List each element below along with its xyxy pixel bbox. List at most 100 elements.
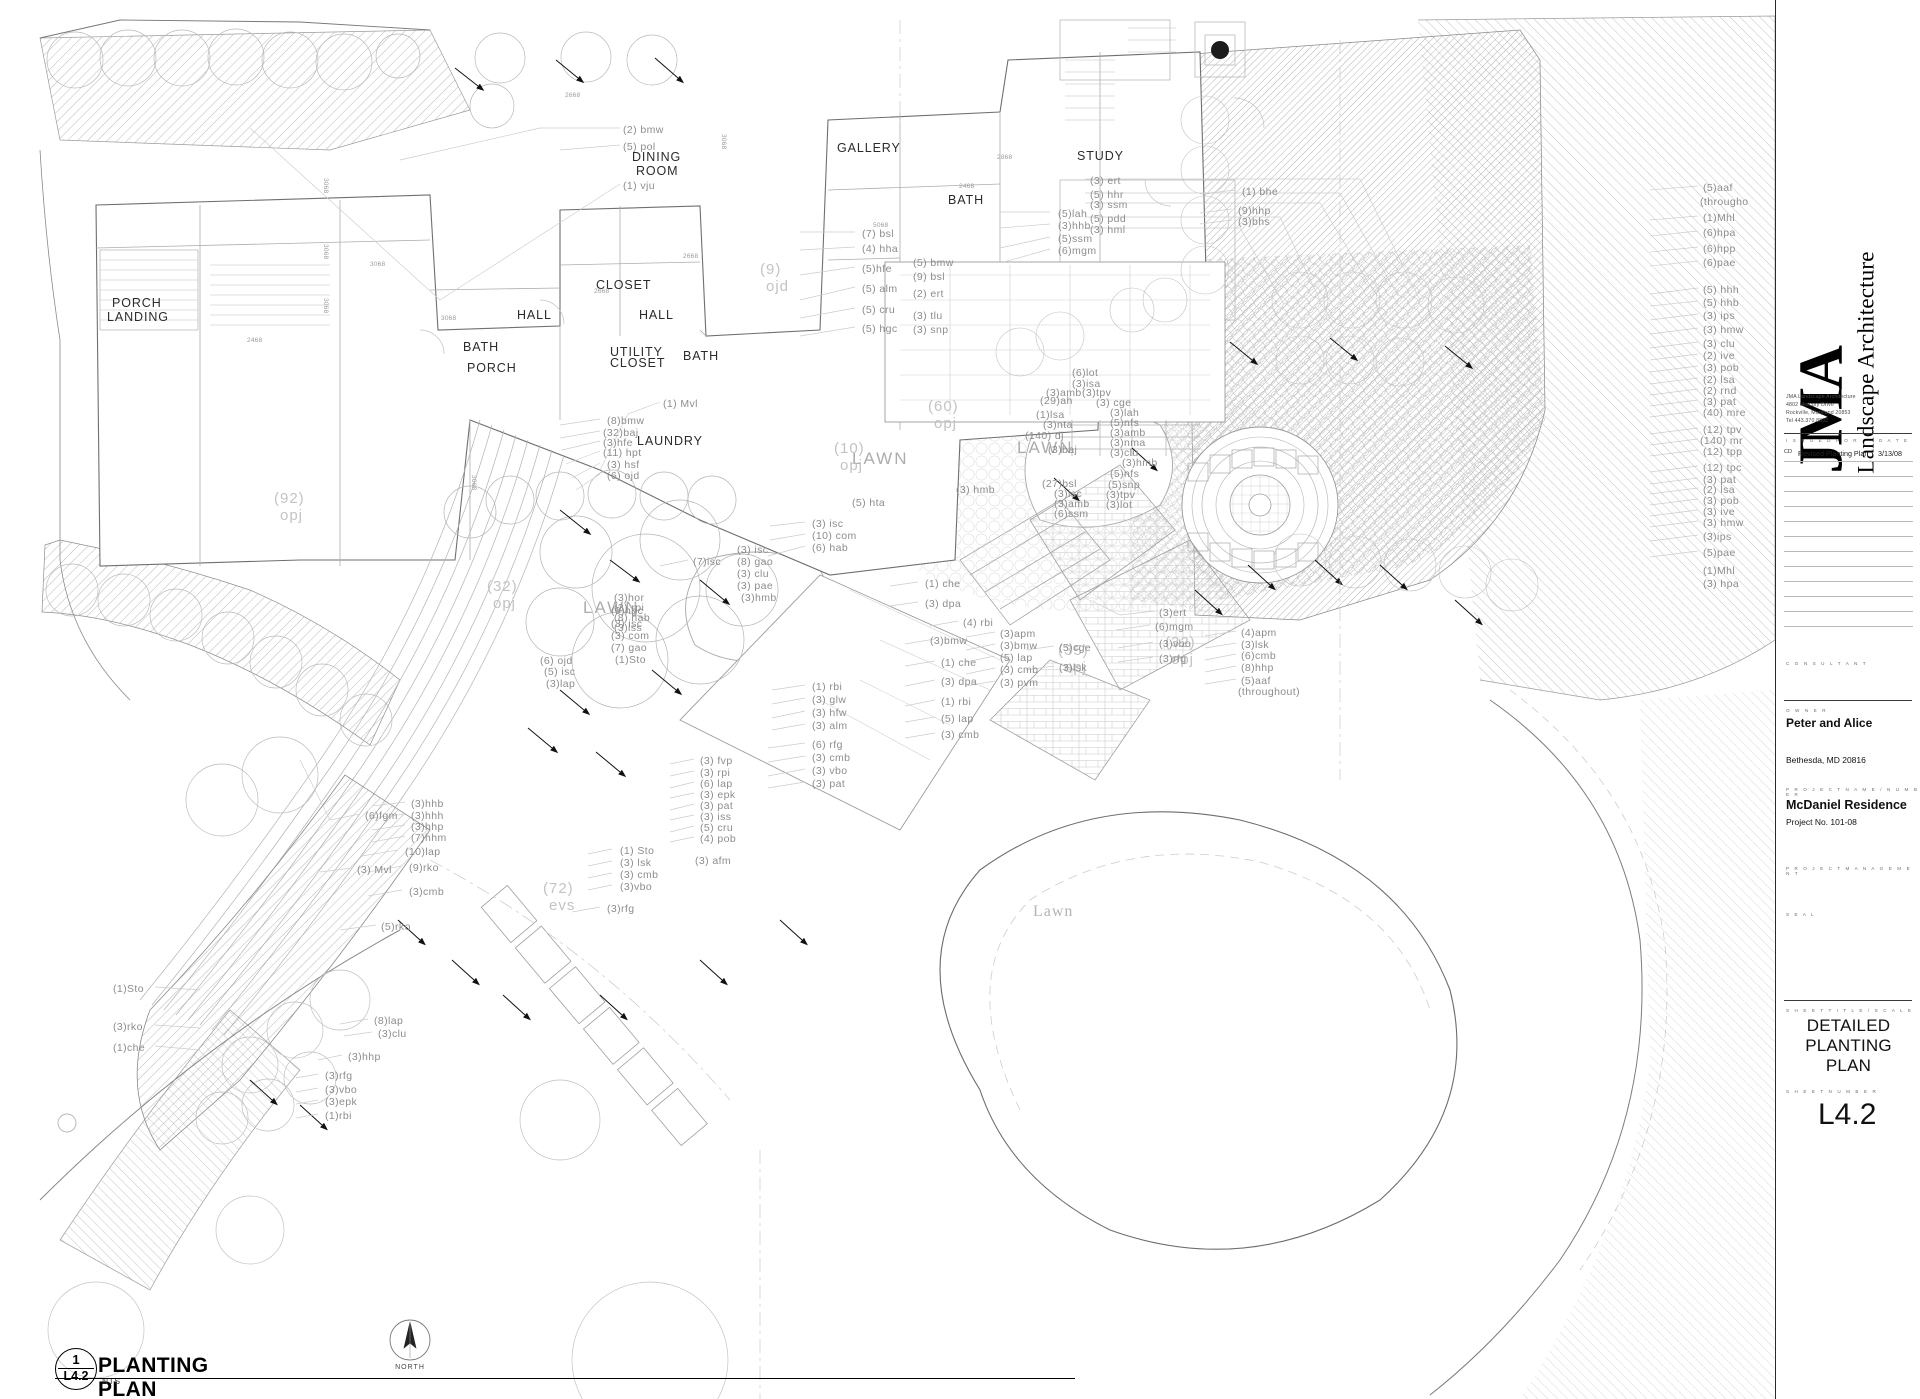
area-quantity-tag: (72) [543,880,574,897]
area-species-code: evs [549,897,576,914]
detail-number: 1 [72,1352,80,1367]
owner-header: O W N E R [1786,708,1828,713]
plant-callout: (3) clu [737,568,769,580]
plant-callout: (7) bsl [862,228,894,240]
revision-code: CD [1784,449,1793,455]
drawing-title: PLANTING PLAN ENLARGEMENT [98,1354,209,1399]
plant-callout: (1) che [941,657,977,669]
revision-row [1784,479,1913,492]
plant-callout: (4) rbi [963,617,994,629]
area-quantity-tag: (35) [1058,642,1089,659]
plant-callout: (5) hgc [862,323,898,335]
lawn-label: LAWN [852,449,909,468]
detail-bubble-divider [58,1368,94,1369]
date-header: D A T E [1879,438,1910,443]
plant-callout: (3) hmb [956,484,995,496]
revision-row [1784,509,1913,522]
area-species-code: opj [493,595,517,612]
plant-callout: (3)hor [614,592,645,604]
plant-callout: (3) cge [1096,397,1132,409]
plant-callout: (140) dj [1025,430,1064,442]
owner-name: Peter and Alice [1786,716,1873,730]
plant-callout: (8)bmw [607,415,645,427]
plant-callout: (1)rbi [325,1110,352,1122]
room-label: CLOSET [596,278,652,292]
plant-callout: (4) pob [700,833,737,845]
area-species-code: opj [1064,659,1088,676]
room-label: LAUNDRY [637,434,703,448]
rule-consultant [1784,700,1912,701]
plant-callout: (3) pae [737,580,774,592]
plant-callout: (32)baj [603,427,639,439]
project-name: McDaniel Residence [1786,798,1907,812]
revision-row [1784,464,1913,477]
plant-callout: (5) cru [700,822,734,834]
plant-callout: (3)ips [1703,531,1732,543]
plant-callout: (2) ive [1703,350,1735,362]
plant-callout: (3)hhb [411,798,444,810]
plant-callout: (4)apm [1241,627,1277,639]
plan-linework [39,15,1775,1399]
plant-callout: (3) isc [812,518,844,530]
room-label: DINING [632,150,682,164]
revision-rule [1784,626,1913,627]
plant-callout: (6) ojd [607,470,640,482]
seal-header: S E A L [1786,912,1816,917]
plant-callout: (5)rko [381,921,411,933]
room-label: CLOSET [610,356,666,370]
plant-callout: (5)aaf [1241,675,1271,687]
door-dimension-tag: 2868 [997,154,1013,161]
revision-rule [1784,461,1913,462]
door-dimension-tag: 3068 [322,178,329,194]
sheet-title: DETAILED PLANTING PLAN [1805,1016,1892,1076]
area-quantity-tag: (10) [834,440,865,457]
area-species-code: opj [280,507,304,524]
plant-callout: (9)rko [409,862,439,874]
door-dimension-tag: 2668 [683,253,699,260]
plant-callout: (3) cmb [941,729,980,741]
plant-callout: (1)che [113,1042,146,1054]
plant-callout: (1)Sto [615,654,646,666]
plant-callout: (3) afm [695,855,732,867]
plant-callout: (8) hab [614,612,651,624]
plant-callout: (5) alm [862,283,898,295]
plant-callout: (12) tpp [1703,446,1743,458]
drawing-scale: NTS [102,1376,121,1386]
plant-callout: (5) hta [852,497,886,509]
plant-callout: (3)rfg [1159,653,1187,665]
plant-callout: (2) ert [913,288,944,300]
room-label: UTILITY [610,345,663,359]
plant-callout: (3) pvm [1000,677,1039,689]
plant-callout: (3)rfg [607,903,635,915]
sheet-number-header: S H E E T N U M B E R [1786,1089,1878,1094]
plant-callout: (7) gao [611,642,648,654]
plant-callout: (9) bsl [913,271,945,283]
plant-callout: (3)epk [325,1096,358,1108]
plant-callout: (10)lap [405,846,441,858]
plant-callout: (3)isc [1054,488,1083,500]
plant-callout: (3) hmw [1703,324,1744,336]
room-label: BATH [683,349,720,363]
plant-callout: (6)ssm [1054,508,1089,520]
revision-row [1784,524,1913,537]
sheet-title-header: S H E E T T I T L E / S C A L E [1786,1008,1914,1013]
room-label: LANDING [107,310,169,324]
plant-callout: (3) snp [913,324,949,336]
plant-callout: (3)amb [1054,498,1090,510]
plant-callout: (3)clu [1110,447,1139,459]
plant-callout: (3) lsk [620,857,652,869]
revision-rule [1784,521,1913,522]
plant-callout: (3)rko [113,1021,143,1033]
plant-callout: (3)hhb [1058,220,1091,232]
plant-callout: (throughout) [1238,686,1301,698]
rule-issued-top [1784,433,1912,434]
plant-callout: (5)ssm [1058,233,1093,245]
plant-callout: (3) pat [700,800,734,812]
revision-row [1784,569,1913,582]
plant-callout: (3)vbo [325,1084,358,1096]
revision-rule [1784,611,1913,612]
door-dimension-tag: 5068 [873,222,889,229]
